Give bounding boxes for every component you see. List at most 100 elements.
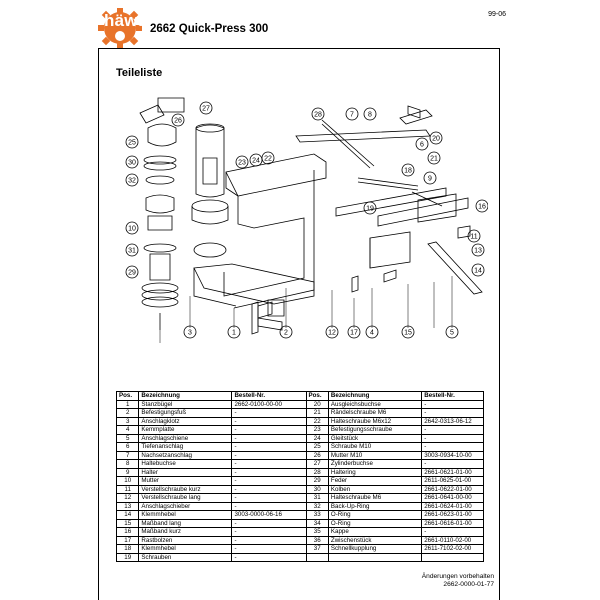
table-cell: 32 [305, 501, 329, 511]
svg-text:16: 16 [478, 204, 486, 211]
c-frame-body [193, 153, 327, 335]
svg-text:13: 13 [474, 248, 482, 255]
table-cell: - [231, 476, 307, 486]
table-cell: Verstellschraube kurz [138, 484, 233, 494]
callout: 22 [261, 151, 275, 165]
table-cell: 28 [305, 467, 329, 477]
table-cell: Rastbolzen [138, 535, 233, 545]
svg-text:10: 10 [128, 226, 136, 233]
svg-text:2: 2 [284, 330, 288, 337]
table-cell: Tiefenanschlag [138, 442, 233, 452]
table-cell: 3 [115, 416, 140, 426]
table-cell: Nachsetzanschlag [138, 450, 233, 460]
table-cell: 19 [115, 552, 140, 562]
table-cell: 2662-0100-00-00 [231, 399, 307, 409]
callout: 12 [325, 325, 339, 339]
table-cell: 5 [115, 433, 140, 443]
table-cell: 1 [115, 399, 140, 409]
table-cell [421, 552, 484, 562]
callout: 29 [125, 265, 139, 279]
leader-lines [159, 276, 453, 343]
callout: 31 [125, 243, 139, 257]
callout: 8 [363, 107, 377, 121]
table-cell: 25 [305, 442, 329, 452]
svg-text:7: 7 [350, 112, 354, 119]
table-cell: 21 [305, 408, 329, 418]
table-cell: Halter [138, 467, 233, 477]
table-cell: - [231, 425, 307, 435]
svg-text:24: 24 [252, 158, 260, 165]
callout: 13 [471, 243, 485, 257]
table-cell: 31 [305, 493, 329, 503]
svg-text:19: 19 [366, 206, 374, 213]
table-cell: 18 [115, 544, 140, 554]
table-cell: - [421, 408, 484, 418]
section-title: Teileliste [116, 67, 163, 79]
column-header: Pos. [305, 391, 329, 401]
table-cell: Schraube M10 [327, 442, 423, 452]
table-cell: - [231, 408, 307, 418]
table-cell: 14 [115, 510, 140, 520]
svg-text:1: 1 [232, 330, 236, 337]
footer: Änderungen vorbehalten 2662-0000-01-77 [422, 573, 494, 589]
table-cell: - [421, 433, 484, 443]
callout: 2 [279, 325, 293, 339]
table-cell: 10 [115, 476, 140, 486]
table-cell: 34 [305, 518, 329, 528]
svg-text:31: 31 [128, 248, 136, 255]
table-cell: Verstellschraube lang [138, 493, 233, 503]
table-cell: - [421, 399, 484, 409]
table-cell: 4 [115, 425, 140, 435]
table-cell: 23 [305, 425, 329, 435]
parts-list-table: Pos. Bezeichnung Bestell-Nr. Pos. Bezeic… [115, 391, 484, 562]
document-date: 99-06 [488, 11, 506, 18]
table-cell: Befestigungsfuß [138, 408, 233, 418]
svg-text:17: 17 [350, 330, 358, 337]
table-cell: 22 [305, 416, 329, 426]
table-cell: - [421, 442, 484, 452]
table-cell: 6 [115, 442, 140, 452]
table-cell: - [231, 518, 307, 528]
svg-text:8: 8 [368, 112, 372, 119]
callout: 15 [401, 325, 415, 339]
svg-text:28: 28 [314, 112, 322, 119]
svg-text:6: 6 [420, 142, 424, 149]
table-cell: O-Ring [327, 518, 423, 528]
callout: 3 [183, 325, 197, 339]
table-cell: 2661-0616-01-00 [421, 518, 484, 528]
table-cell: 17 [115, 535, 140, 545]
exploded-parts-drawing: 27 26 25 30 32 10 31 29 23 24 22 21 28 1… [125, 97, 488, 343]
callout: 27 [199, 101, 213, 115]
content-frame [98, 48, 500, 600]
table-cell: 29 [305, 476, 329, 486]
table-cell: - [231, 535, 307, 545]
table-cell: 26 [305, 450, 329, 460]
callout: 20 [429, 131, 443, 145]
svg-text:22: 22 [264, 156, 272, 163]
table-cell: 30 [305, 484, 329, 494]
column-header: Bestell-Nr. [231, 391, 307, 401]
table-cell: 9 [115, 467, 140, 477]
page-title: 2662 Quick-Press 300 [150, 23, 269, 35]
svg-text:25: 25 [128, 140, 136, 147]
table-cell: Klemmhebel [138, 544, 233, 554]
callout: 25 [125, 135, 139, 149]
table-cell: - [231, 450, 307, 460]
svg-text:5: 5 [450, 330, 454, 337]
svg-text:11: 11 [470, 234, 477, 241]
callout: 14 [471, 263, 485, 277]
table-cell: Anschlagschiene [138, 433, 233, 443]
callout: 28 [311, 107, 325, 121]
